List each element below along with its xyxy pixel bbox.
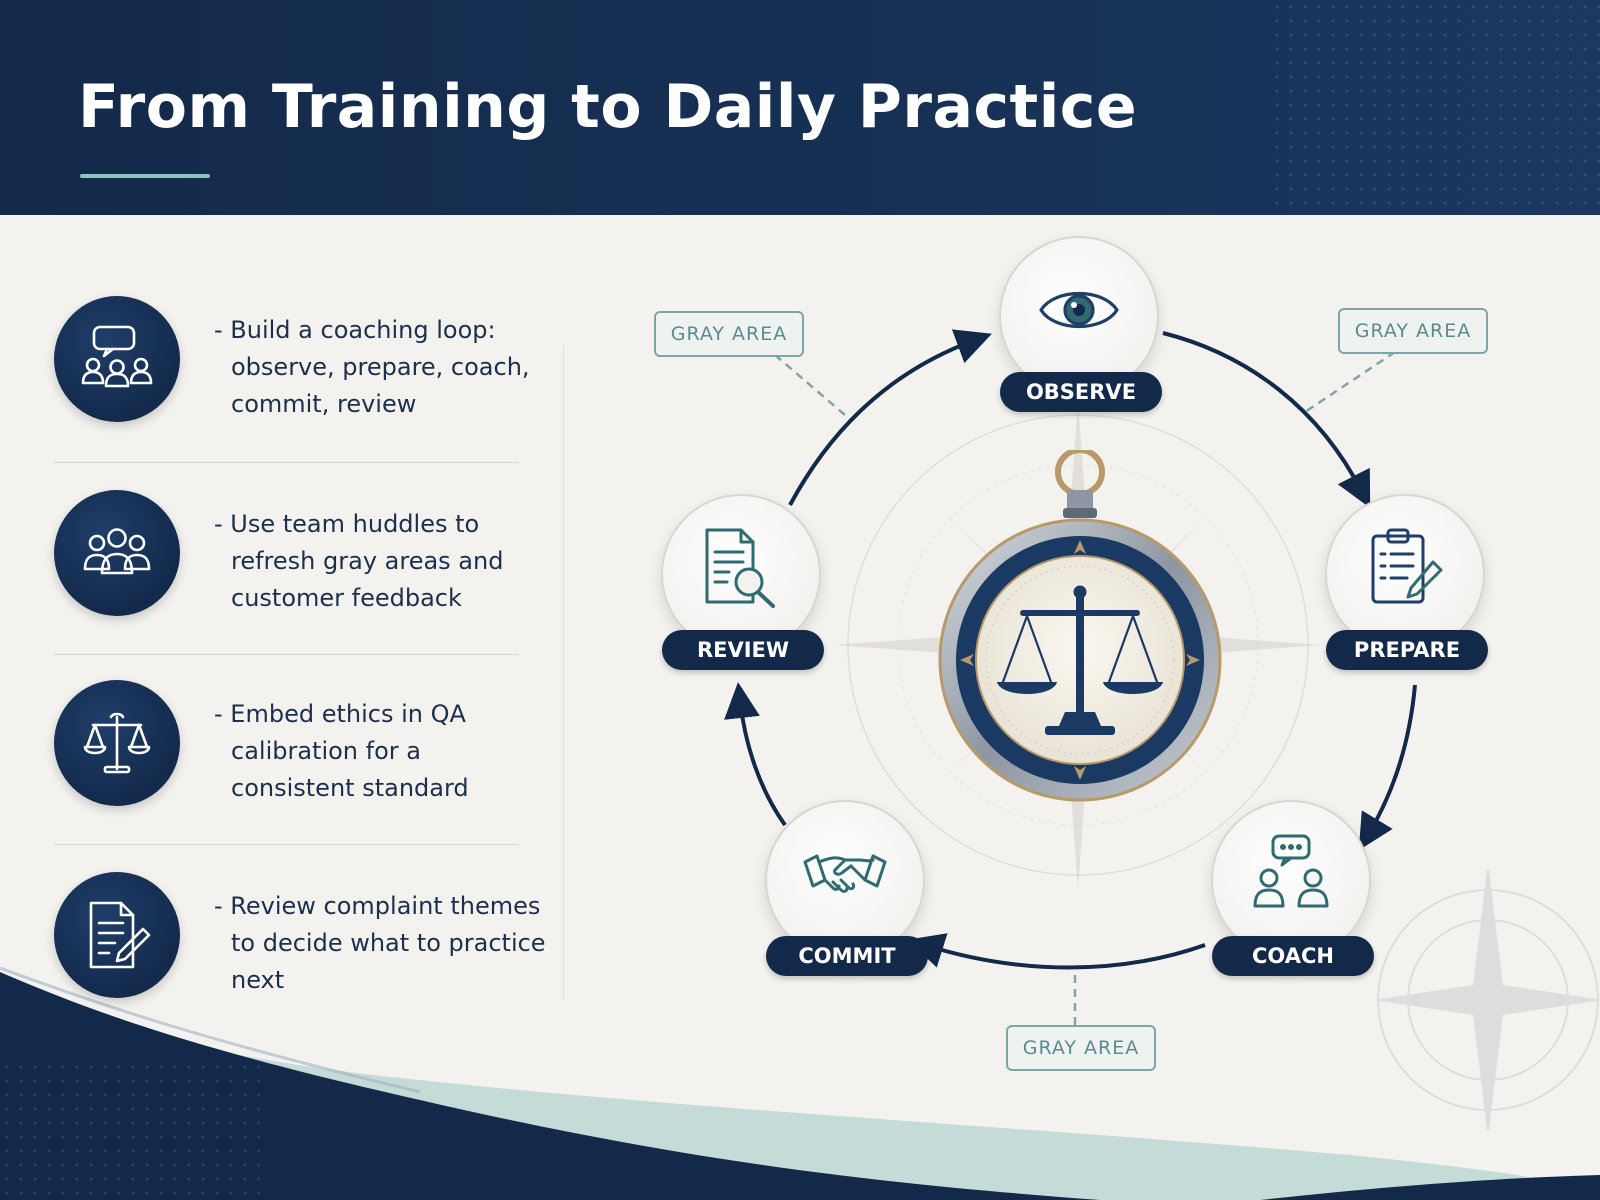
arrow-prepare-to-coach bbox=[1358, 684, 1417, 851]
compass-scales-icon bbox=[938, 450, 1222, 802]
list-divider bbox=[54, 654, 519, 655]
cycle-step-commit: COMMIT bbox=[765, 800, 928, 976]
step-label: REVIEW bbox=[662, 630, 824, 670]
document-pen-icon bbox=[89, 901, 151, 969]
cycle-step-coach: COACH bbox=[1211, 800, 1374, 976]
gray-area-tag: GRAY AREA bbox=[654, 311, 804, 357]
header-dot-pattern bbox=[1270, 0, 1600, 215]
handshake-icon bbox=[803, 854, 887, 893]
step-label: COMMIT bbox=[766, 936, 928, 976]
step-icon-badge bbox=[1325, 494, 1485, 654]
step-label: COACH bbox=[1212, 936, 1374, 976]
page-title: From Training to Daily Practice bbox=[78, 72, 1138, 142]
gray-area-tag: GRAY AREA bbox=[1006, 1025, 1156, 1071]
team-icon bbox=[83, 528, 151, 575]
header-banner: From Training to Daily Practice bbox=[0, 0, 1600, 215]
chat-group-icon bbox=[81, 325, 153, 388]
step-label: OBSERVE bbox=[1000, 372, 1162, 412]
arrow-observe-to-prepare bbox=[1162, 331, 1371, 509]
item-icon-badge bbox=[54, 296, 180, 422]
cycle-step-observe: OBSERVE bbox=[999, 236, 1162, 412]
eye-icon bbox=[1039, 292, 1119, 328]
compass-rose-watermark bbox=[1377, 869, 1599, 1131]
item-text: - Use team huddles to refresh gray areas… bbox=[214, 510, 504, 612]
step-icon-badge bbox=[765, 800, 925, 960]
step-icon-badge bbox=[1211, 800, 1371, 960]
clipboard-pencil-icon bbox=[1371, 528, 1443, 604]
item-icon-badge bbox=[54, 680, 180, 806]
step-label: PREPARE bbox=[1326, 630, 1488, 670]
column-divider bbox=[563, 345, 564, 1000]
step-icon-badge bbox=[661, 494, 821, 654]
item-text: - Review complaint themes to decide what… bbox=[214, 892, 546, 994]
list-divider bbox=[54, 844, 519, 845]
gray-area-tag: GRAY AREA bbox=[1338, 308, 1488, 354]
cycle-step-prepare: PREPARE bbox=[1325, 494, 1488, 670]
item-text: - Build a coaching loop: observe, prepar… bbox=[214, 316, 530, 418]
title-underline bbox=[80, 174, 210, 178]
cycle-step-review: REVIEW bbox=[661, 494, 824, 670]
item-icon-badge bbox=[54, 872, 180, 998]
item-text: - Embed ethics in QA calibration for a c… bbox=[214, 700, 469, 802]
step-icon-badge bbox=[999, 236, 1159, 396]
item-icon-badge bbox=[54, 490, 180, 616]
document-search-icon bbox=[705, 528, 775, 608]
scales-icon bbox=[83, 712, 151, 774]
wave-dot-pattern bbox=[0, 1060, 260, 1200]
list-divider bbox=[54, 462, 519, 463]
conversation-icon bbox=[1253, 834, 1329, 908]
arrow-review-to-observe bbox=[788, 329, 992, 506]
arrow-coach-to-commit bbox=[907, 933, 1206, 970]
arrow-commit-to-review bbox=[724, 682, 787, 827]
bottom-wave bbox=[0, 966, 1600, 1200]
